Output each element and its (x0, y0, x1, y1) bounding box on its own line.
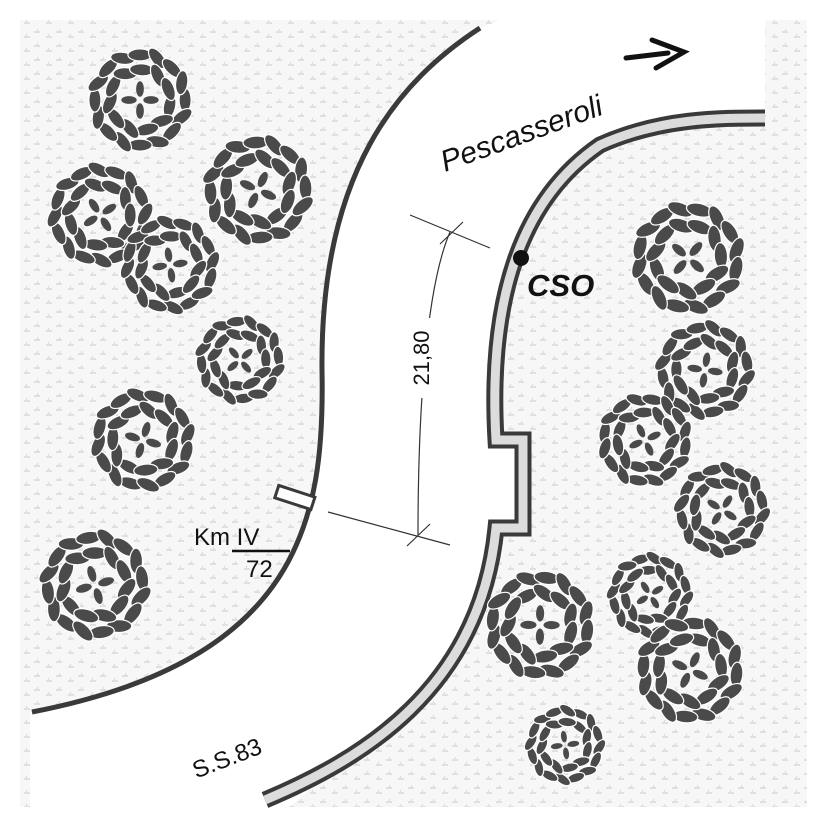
width-dimension: 21,80 (327, 214, 491, 547)
road-curb-fill (263, 113, 766, 805)
tree-canopy-icon (672, 460, 772, 560)
arrow-right-icon (623, 37, 690, 71)
km-marker-top-label: Km IV (194, 524, 259, 551)
tree-canopy-icon (202, 134, 314, 246)
width-measure-label: 21,80 (409, 330, 434, 385)
tree-canopy-icon (87, 47, 193, 153)
km-marker-stone (272, 483, 317, 512)
road-surface (30, 20, 765, 827)
tree-canopy-icon (598, 393, 692, 487)
trees-group (38, 47, 772, 787)
tree-canopy-icon (636, 616, 744, 724)
tree-canopy-icon (38, 528, 152, 642)
tree-canopy-icon (631, 201, 745, 315)
km-marker-bottom-label: 72 (246, 556, 273, 583)
dot-icon (513, 250, 529, 266)
tree-canopy-icon (46, 161, 154, 269)
tree-canopy-icon (90, 387, 196, 493)
tree-canopy-icon (194, 314, 286, 406)
point-label: CSO (527, 268, 594, 303)
tree-canopy-icon (485, 570, 595, 680)
tree-canopy-icon (523, 703, 607, 787)
road-edge-left (31, 25, 482, 715)
tree-canopy-icon (119, 214, 221, 316)
